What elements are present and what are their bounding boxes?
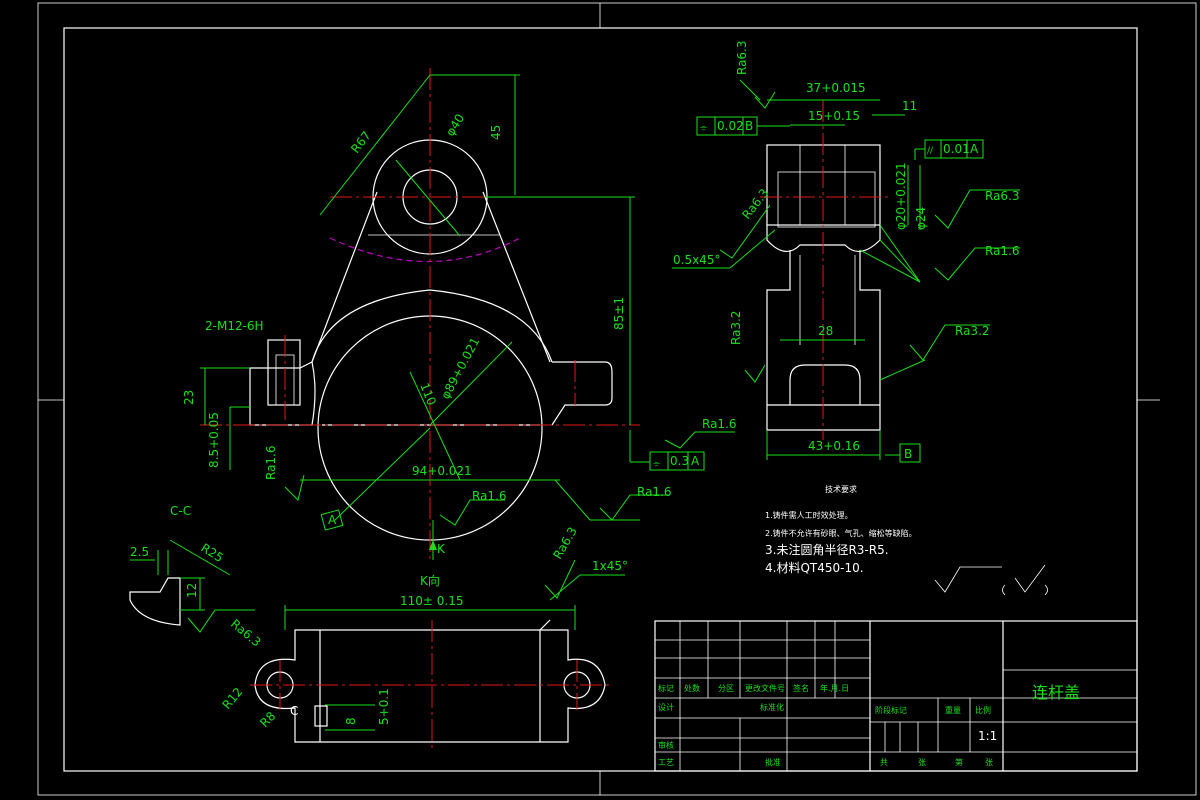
svg-text:更改文件号: 更改文件号 xyxy=(745,683,785,693)
front-view: R67 φ40 45 85±1 2-M12-6H 23 8.5+0.05 110… xyxy=(182,68,737,560)
dim-d89: φ89+0.021 xyxy=(438,335,482,401)
dim-85: 85±1 xyxy=(612,297,626,330)
datum-a-label: A xyxy=(328,513,337,527)
svg-text:年.月.日: 年.月.日 xyxy=(820,683,849,693)
r67-arc xyxy=(329,237,521,262)
svg-text:0.01: 0.01 xyxy=(943,142,970,156)
svg-text:0.02: 0.02 xyxy=(717,119,744,133)
ra16-c: Ra1.6 xyxy=(472,489,507,503)
svg-text:工艺: 工艺 xyxy=(658,758,674,767)
svg-text:设计: 设计 xyxy=(658,702,674,712)
ra63-top: Ra6.3 xyxy=(735,40,749,75)
dim-8-5: 8.5+0.05 xyxy=(207,412,221,468)
tol-frame-right: // 0.01 A xyxy=(914,139,984,160)
dim-45: 45 xyxy=(489,125,503,140)
ra63-cc: Ra6.3 xyxy=(228,617,263,650)
ra63-right: Ra6.3 xyxy=(985,189,1020,203)
dim-12: 12 xyxy=(185,583,199,598)
datum-b-label: B xyxy=(904,447,912,461)
svg-text:张: 张 xyxy=(918,758,926,767)
svg-text:⌯: ⌯ xyxy=(653,459,661,469)
dim-37: 37+0.015 xyxy=(806,81,866,95)
svg-text:处数: 处数 xyxy=(684,683,700,693)
k-view-label: K向 xyxy=(420,573,440,588)
dim-15: 15+0.15 xyxy=(808,109,860,123)
dim-94: 94+0.021 xyxy=(412,464,472,478)
svg-text:共: 共 xyxy=(880,758,888,767)
ra16-d: Ra1.6 xyxy=(264,445,278,480)
chamfer-05: 0.5x45° xyxy=(673,253,720,267)
ra16-right: Ra1.6 xyxy=(985,244,1020,258)
tech-item-2: 2.铸件不允许有砂眼、气孔、缩松等缺陷。 xyxy=(765,528,917,538)
dim-23: 23 xyxy=(182,390,196,405)
section-c-label: C xyxy=(290,704,298,718)
ra16-b: Ra1.6 xyxy=(637,485,672,499)
svg-text://: // xyxy=(927,146,934,156)
svg-text:重量: 重量 xyxy=(945,705,961,715)
k-view: K向 110± 0.15 1x45° Ra6.3 R12 R8 C 8 5+0.… xyxy=(220,525,628,750)
svg-text:阶段标记: 阶段标记 xyxy=(875,705,907,715)
svg-text:0.3: 0.3 xyxy=(670,454,689,468)
tol-frame-top: ⌯ 0.02 B xyxy=(696,116,790,136)
dim-8: 8 xyxy=(344,717,358,725)
svg-text:A: A xyxy=(970,142,979,156)
svg-text:第: 第 xyxy=(955,757,963,767)
side-view: 37+0.015 15+0.15 11 φ20+0.021 φ24 28 43+… xyxy=(672,40,1020,463)
svg-text:比例: 比例 xyxy=(975,705,991,715)
section-cc: C-C 2.5 R25 12 Ra6.3 xyxy=(129,504,264,650)
scale-value: 1:1 xyxy=(978,729,997,743)
dim-2-5: 2.5 xyxy=(130,545,149,559)
svg-text:批准: 批准 xyxy=(765,757,781,767)
sheet-frame xyxy=(37,2,1197,796)
svg-text:分区: 分区 xyxy=(718,684,734,693)
dim-r8: R8 xyxy=(257,709,278,730)
ra32-right: Ra3.2 xyxy=(955,324,990,338)
dim-5: 5+0.1 xyxy=(377,688,391,725)
tech-item-3: 3.未注圆角半径R3-R5. xyxy=(765,542,889,557)
k-arrow-label: K xyxy=(437,542,446,556)
svg-text:标准化: 标准化 xyxy=(760,702,784,712)
dim-r25: R25 xyxy=(198,541,225,565)
ra16-a: Ra1.6 xyxy=(702,417,737,431)
ra63-k: Ra6.3 xyxy=(550,525,579,562)
dim-43: 43+0.16 xyxy=(808,439,860,453)
svg-text:签名: 签名 xyxy=(793,683,809,693)
svg-text:张: 张 xyxy=(985,758,993,767)
tol-frame-left: ⌯ 0.3 A xyxy=(649,451,705,471)
tech-title: 技术要求 xyxy=(825,484,857,494)
dim-110: 110 xyxy=(417,381,439,407)
tech-item-4: 4.材料QT450-10. xyxy=(765,561,864,575)
tech-item-1: 1.铸件需人工时效处理。 xyxy=(765,510,853,520)
dim-thread: 2-M12-6H xyxy=(205,319,264,333)
svg-text:A: A xyxy=(691,454,700,468)
chamfer-1: 1x45° xyxy=(592,559,628,573)
part-name: 连杆盖 xyxy=(1032,683,1080,702)
dim-d40: φ40 xyxy=(443,111,467,138)
tech-requirements: 技术要求 1.铸件需人工时效处理。 2.铸件不允许有砂眼、气孔、缩松等缺陷。 3… xyxy=(765,484,1048,596)
svg-text:标记: 标记 xyxy=(658,683,674,693)
svg-text:审核: 审核 xyxy=(658,740,674,750)
dim-110-k: 110± 0.15 xyxy=(400,594,464,608)
ra32-left: Ra3.2 xyxy=(729,310,743,345)
title-block: 标记 处数 分区 更改文件号 签名 年.月.日 设计 标准化 审核 工艺 批准 … xyxy=(654,620,1138,772)
svg-text:⌯: ⌯ xyxy=(700,123,708,133)
dim-28: 28 xyxy=(818,324,833,338)
dim-11: 11 xyxy=(902,99,917,113)
cc-label: C-C xyxy=(170,504,191,518)
svg-text:B: B xyxy=(745,119,753,133)
dim-d20: φ20+0.021 xyxy=(894,162,908,230)
dim-r12: R12 xyxy=(220,685,246,712)
dim-d24: φ24 xyxy=(914,207,928,230)
